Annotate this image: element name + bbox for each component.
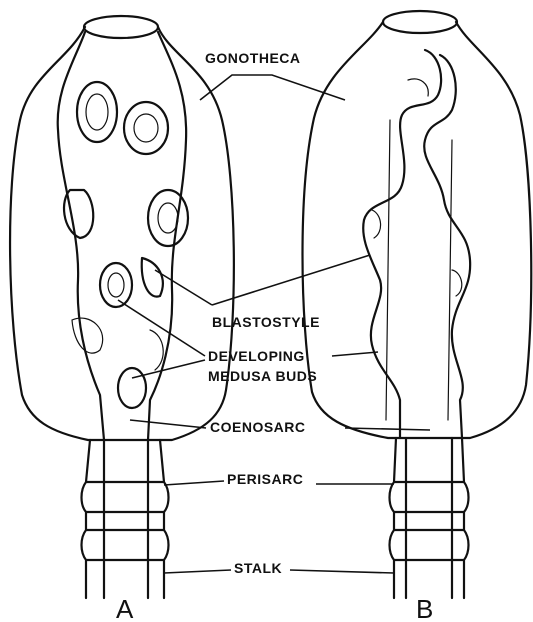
label-medusa-buds: MEDUSA BUDS [208,368,317,384]
label-developing-group: DEVELOPING MEDUSA BUDS [118,300,378,384]
panel-b-gonotheca-outline [303,22,532,438]
leader-buds-b [332,352,378,356]
leader-stalk-a [164,570,231,573]
label-perisarc-group: PERISARC [164,471,394,487]
label-coenosarc: COENOSARC [210,419,306,435]
label-developing: DEVELOPING [208,348,305,364]
leader-buds-a2 [132,360,205,378]
panel-b-gonotheca-opening [383,11,457,33]
panel-a-medusa-buds [64,82,188,408]
label-blastostyle: BLASTOSTYLE [212,314,320,330]
leader-blastostyle-b [212,255,370,305]
panel-a-stalk [82,440,169,598]
panel-a-gonotheca-outline [10,27,234,440]
panel-b-blastostyle-body [363,50,470,438]
leader-buds-a1 [118,300,205,356]
leader-coenosarc-a [130,420,206,428]
label-gonotheca: GONOTHECA [205,50,301,66]
leader-stalk-b [290,570,394,573]
label-stalk-group: STALK [164,560,394,576]
label-perisarc: PERISARC [227,471,303,487]
leader-gonotheca [200,75,345,100]
panel-b-letter: B [416,594,433,622]
label-gonotheca-group: GONOTHECA [200,50,345,100]
panel-a-letter: A [116,594,134,622]
panel-a-gonotheca-opening [84,16,158,38]
label-stalk: STALK [234,560,282,576]
panel-b-gonangium: B [303,11,532,622]
panel-b-stalk [390,438,469,598]
label-coenosarc-group: COENOSARC [130,419,430,435]
leader-perisarc-a [164,481,224,485]
label-blastostyle-group: BLASTOSTYLE [155,255,370,330]
panel-a-gonangium: A [10,16,234,622]
